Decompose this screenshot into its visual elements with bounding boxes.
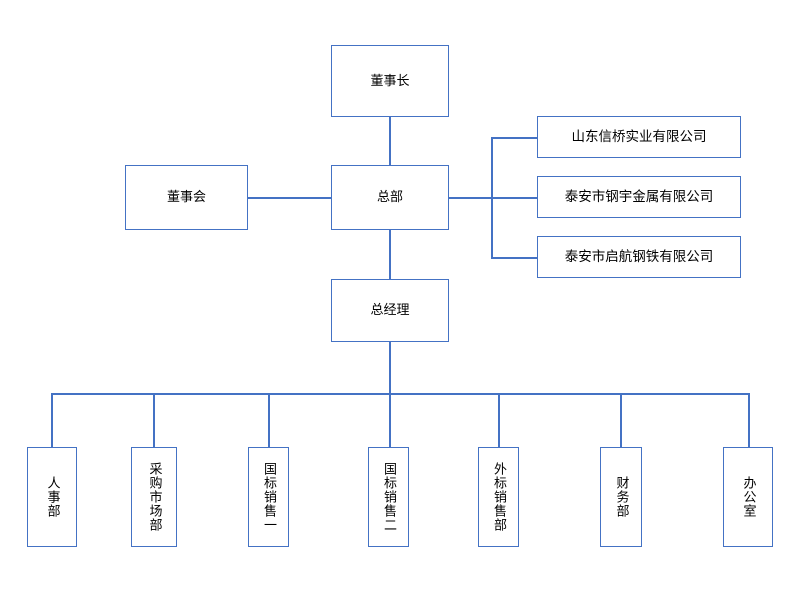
node-gm[interactable]: 总经理 [331, 279, 449, 342]
connector-dept-bus [51, 393, 750, 395]
connector-board-to-hq [248, 197, 331, 199]
node-dept2[interactable]: 采购市场部 [131, 447, 177, 547]
connector-gm-to-bus [389, 342, 391, 394]
node-dept5[interactable]: 外标销售部 [478, 447, 519, 547]
connector-bus-to-dept1 [51, 393, 53, 447]
node-dept1[interactable]: 人事部 [27, 447, 77, 547]
node-sub2[interactable]: 泰安市钢宇金属有限公司 [537, 176, 741, 218]
node-board[interactable]: 董事会 [125, 165, 248, 230]
node-sub1[interactable]: 山东信桥实业有限公司 [537, 116, 741, 158]
connector-bus-to-dept5 [498, 393, 500, 447]
node-dept7[interactable]: 办公室 [723, 447, 773, 547]
connector-bus-to-dept6 [620, 393, 622, 447]
node-dept6[interactable]: 财务部 [600, 447, 642, 547]
connector-spine-to-sub1 [491, 137, 537, 139]
node-dept4[interactable]: 国标销售二 [368, 447, 409, 547]
node-dept3[interactable]: 国标销售一 [248, 447, 289, 547]
node-sub3[interactable]: 泰安市启航钢铁有限公司 [537, 236, 741, 278]
connector-spine-to-sub2 [491, 197, 537, 199]
connector-chairman-to-hq [389, 117, 391, 165]
connector-hq-to-subs-stub [449, 197, 492, 199]
connector-bus-to-dept3 [268, 393, 270, 447]
connector-bus-to-dept7 [748, 393, 750, 447]
node-hq[interactable]: 总部 [331, 165, 449, 230]
connector-bus-to-dept4 [389, 393, 391, 447]
connector-spine-to-sub3 [491, 257, 537, 259]
connector-bus-to-dept2 [153, 393, 155, 447]
connector-hq-to-gm [389, 230, 391, 279]
node-chairman[interactable]: 董事长 [331, 45, 449, 117]
